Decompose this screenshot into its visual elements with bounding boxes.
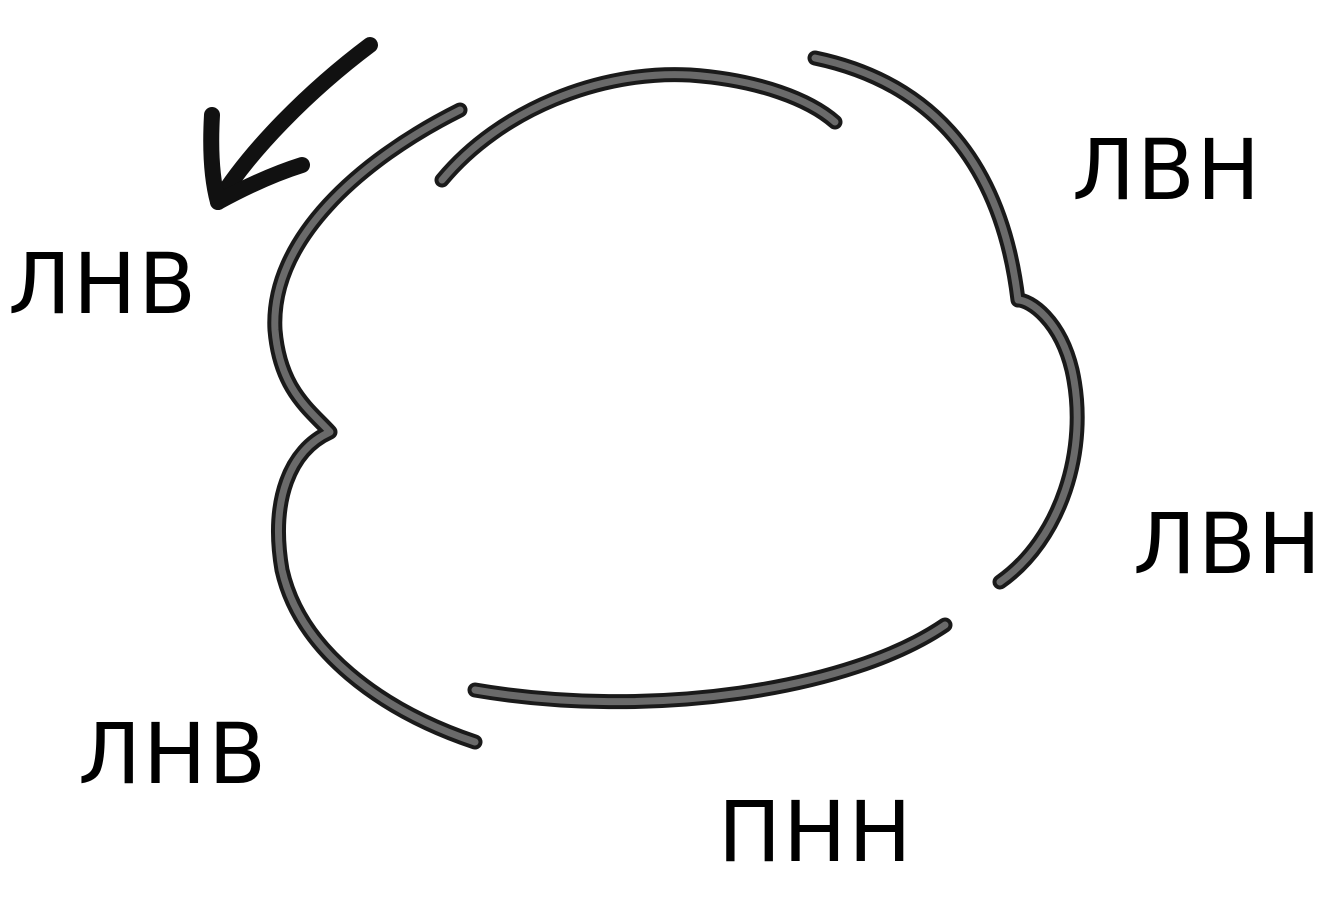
label-top-right: ЛВН [1072,121,1262,219]
top-arc [434,67,843,188]
arrow-down-left-icon [203,37,378,210]
left-arc [267,102,483,750]
right-arc [807,50,1085,590]
bottom-arc [467,617,953,710]
label-right-lower: ЛВН [1133,495,1323,593]
label-bottom: ПНН [718,783,914,881]
label-left-lower: ЛНВ [78,705,268,803]
label-left-upper: ЛНВ [8,235,198,333]
